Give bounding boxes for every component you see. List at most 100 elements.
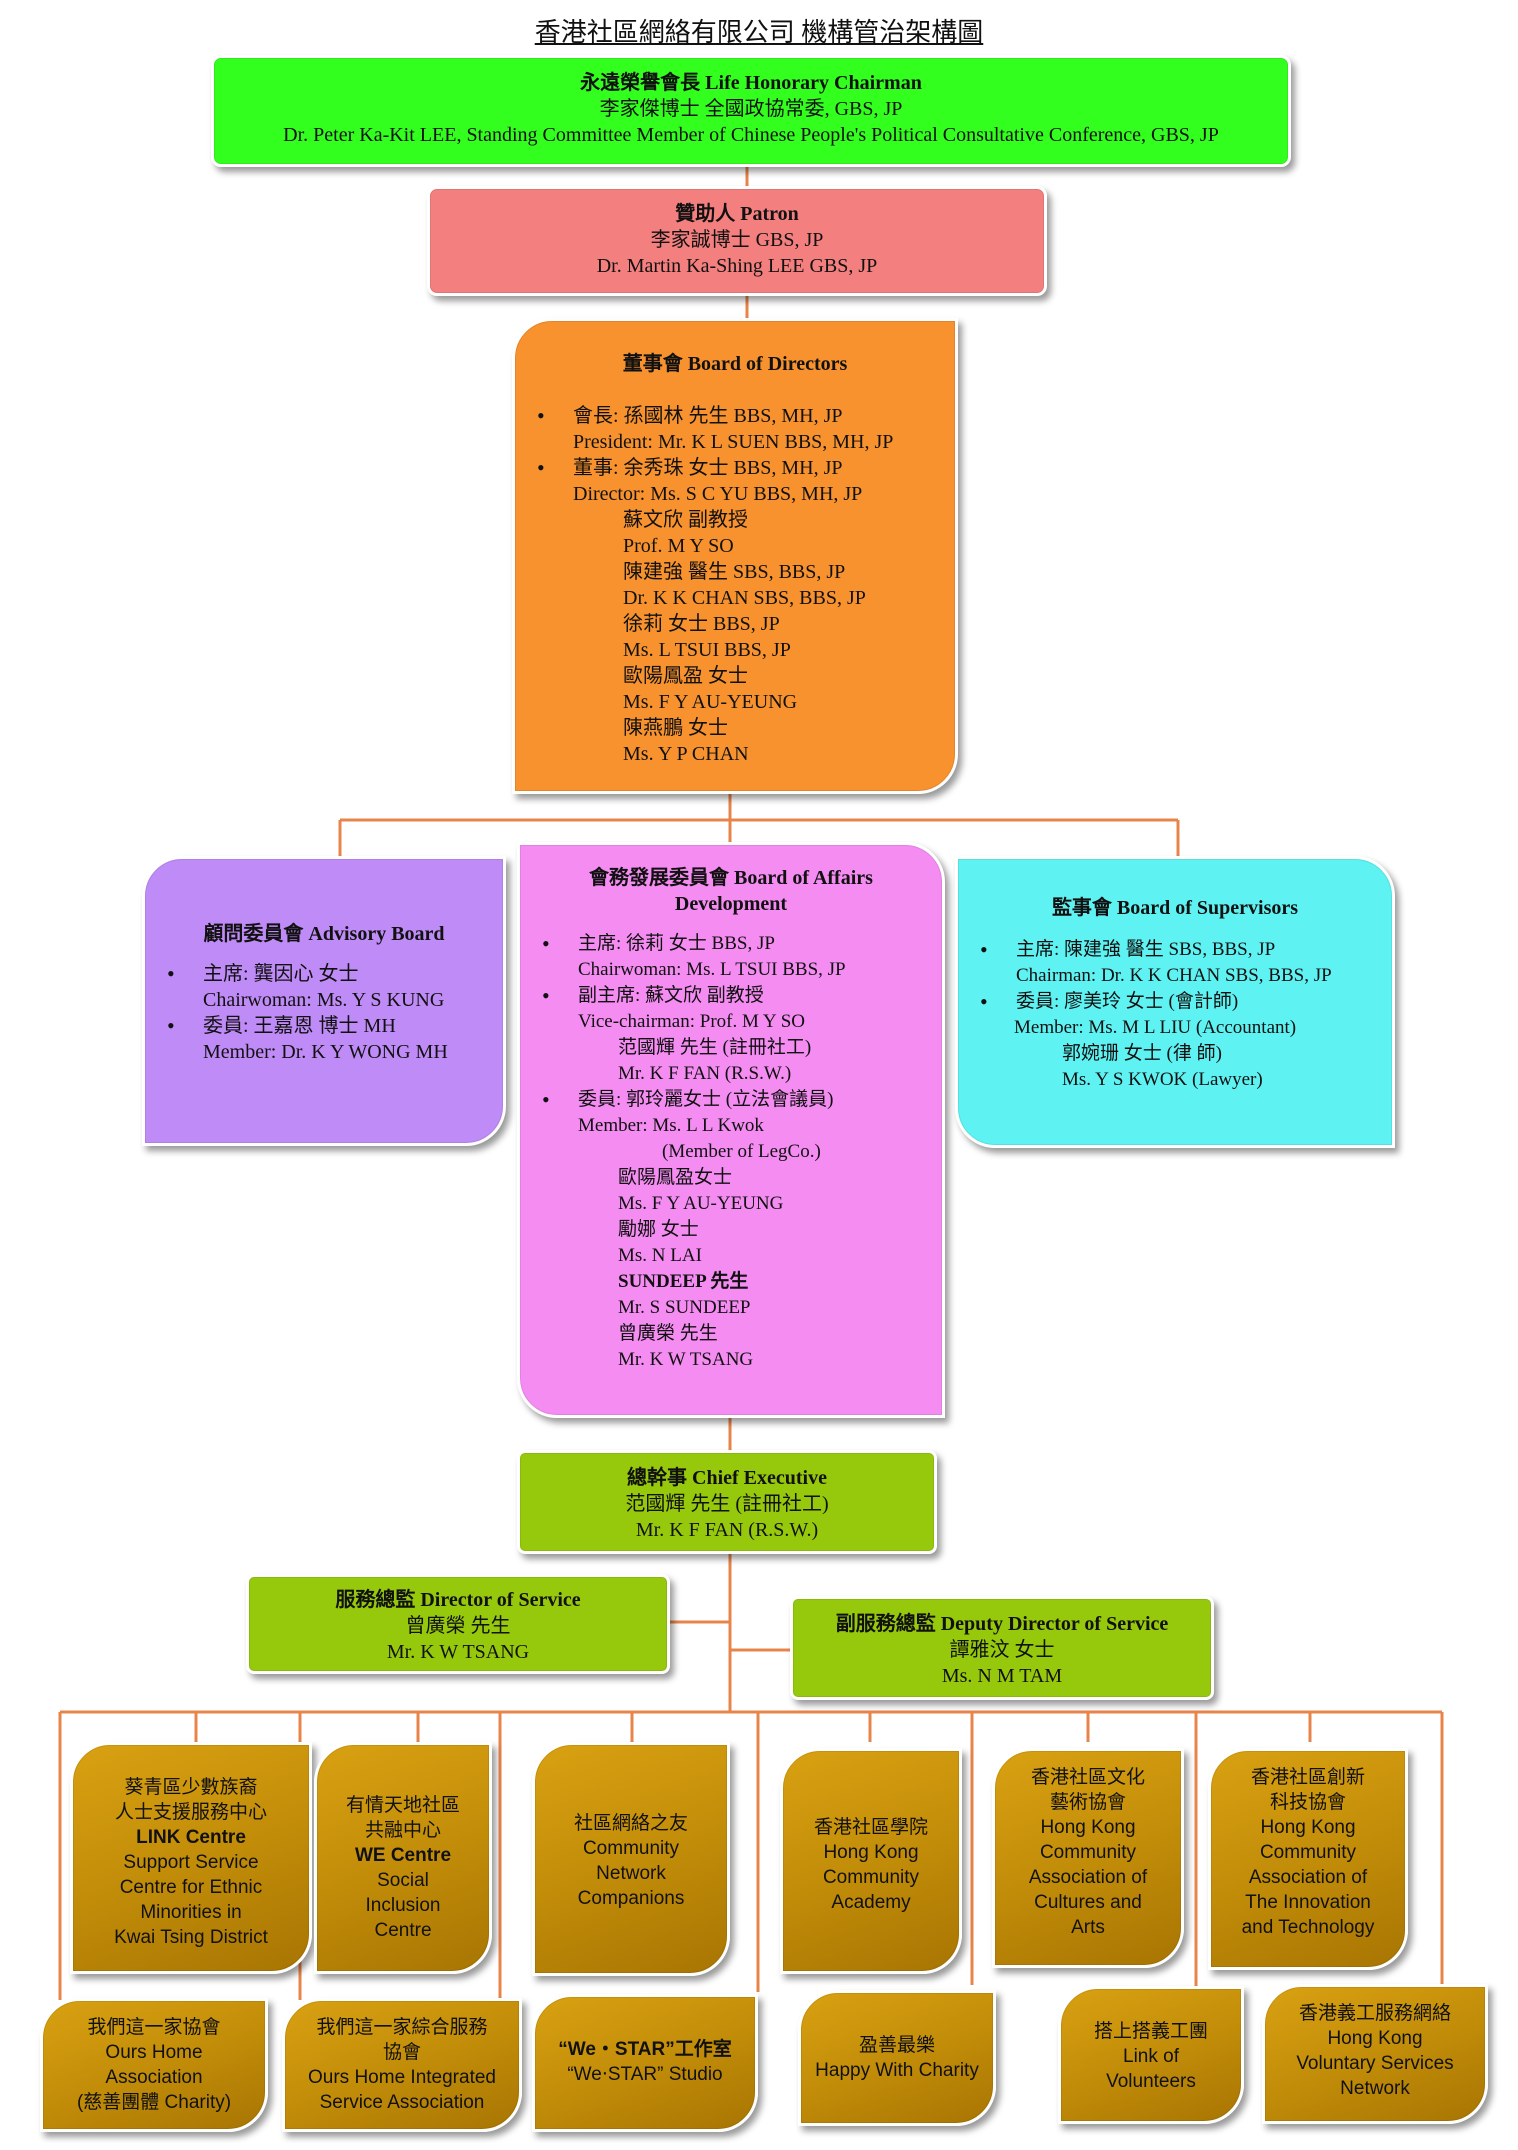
director-name-zh: 曾廣榮 先生 [405,1615,511,1637]
unit-we-centre: 有情天地社區 共融中心 WE Centre Social Inclusion C… [314,1742,492,1974]
affairs-member-line: 勵娜 女士 [618,1219,699,1240]
unit-line: 協會 [382,2042,421,2063]
chairman-title: 永遠榮譽會長 Life Honorary Chairman [580,72,922,94]
board-director-en: Director: Ms. S C YU BBS, MH, JP [573,483,863,505]
board-president-en: President: Mr. K L SUEN BBS, MH, JP [573,431,894,453]
affairs-member-line: Mr. S SUNDEEP [618,1297,751,1318]
unit-line: Service Association [319,2092,485,2113]
board-member-line: Ms. F Y AU-YEUNG [623,691,798,713]
unit-cultures-arts: 香港社區文化 藝術協會 Hong Kong Community Associat… [992,1748,1184,1968]
affairs-chair-en: Chairwoman: Ms. L TSUI BBS, JP [578,959,846,980]
unit-line: Minorities in [140,1902,242,1923]
supervisors-member-zh: 委員: 廖美玲 女士 (會計師) [1016,991,1239,1012]
affairs-heading: 會務發展委員會 Board of Affairs Development [520,865,942,917]
chief-executive-box: 總幹事 Chief Executive 范國輝 先生 (註冊社工) Mr. K … [517,1450,937,1554]
supervisors-chair: 主席: 陳建強 醫生 SBS, BBS, JP Chairman: Dr. K … [958,937,1392,989]
unit-line: 盈善最樂 [858,2035,935,2056]
affairs-member-line: Ms. F Y AU-YEUNG [618,1193,784,1214]
board-president-zh: 會長: 孫國林 先生 BBS, MH, JP [573,405,843,427]
unit-happy-with-charity: 盈善最樂 Happy With Charity [798,1990,996,2126]
executive-name-zh: 范國輝 先生 (註冊社工) [625,1493,829,1515]
affairs-member-line: Ms. N LAI [618,1245,702,1266]
board-member-line: 蘇文欣 副教授 [623,509,748,531]
unit-line: Community [822,1867,920,1888]
unit-line: 共融中心 [364,1820,441,1841]
affairs-member-line: 曾廣榮 先生 [618,1323,718,1344]
director-name-en: Mr. K W TSANG [386,1641,530,1663]
unit-line: 我們這一家協會 [87,2017,221,2038]
unit-innovation-technology: 香港社區創新 科技協會 Hong Kong Community Associat… [1208,1748,1408,1970]
deputy-title: 副服務總監 Deputy Director of Service [835,1613,1169,1635]
board-member-line: Dr. K K CHAN SBS, BBS, JP [623,587,866,609]
unit-line: Hong Kong [1327,2028,1423,2049]
unit-line: Association [105,2067,203,2088]
unit-line: Happy With Charity [815,2060,979,2081]
unit-line: Centre for Ethnic [119,1877,263,1898]
advisory-board-box: 顧問委員會 Advisory Board 主席: 龔因心 女士 Chairwom… [142,856,506,1146]
director-of-service-box: 服務總監 Director of Service 曾廣榮 先生 Mr. K W … [246,1574,670,1674]
unit-line: Network [1340,2078,1410,2099]
unit-line: 人士支援服務中心 [114,1802,267,1823]
board-heading: 董事會 Board of Directors [622,353,848,375]
unit-line: 香港社區文化 [1030,1767,1145,1788]
advisory-chair: 主席: 龔因心 女士 Chairwoman: Ms. Y S KUNG [145,961,503,1013]
unit-line: 有情天地社區 [345,1795,460,1816]
affairs-heading-line2: Development [674,893,788,915]
supervisors-box: 監事會 Board of Supervisors 主席: 陳建強 醫生 SBS,… [955,856,1395,1148]
director-title: 服務總監 Director of Service [335,1589,581,1611]
affairs-member: 委員: 郭玲麗女士 (立法會議員) Member: Ms. L L Kwok (… [520,1087,942,1373]
supervisors-member: 委員: 廖美玲 女士 (會計師) Member: Ms. M L LIU (Ac… [958,989,1392,1093]
unit-voluntary-services-network: 香港義工服務網絡 Hong Kong Voluntary Services Ne… [1262,1984,1488,2124]
deputy-name-en: Ms. N M TAM [941,1665,1063,1687]
unit-line: Arts [1071,1917,1105,1938]
supervisors-chair-en: Chairman: Dr. K K CHAN SBS, BBS, JP [1016,965,1332,986]
unit-line: Voluntary Services [1296,2053,1454,2074]
affairs-chair-zh: 主席: 徐莉 女士 BBS, JP [578,933,775,954]
affairs-member-zh: 委員: 郭玲麗女士 (立法會議員) [578,1089,834,1110]
unit-line: 香港社區學院 [813,1817,928,1838]
unit-line: Link of [1123,2046,1179,2067]
unit-line: Community [1259,1842,1357,1863]
unit-line: “We・STAR”工作室 [558,2039,732,2060]
unit-line: 香港義工服務網絡 [1298,2003,1451,2024]
unit-line: Hong Kong [1260,1817,1356,1838]
chairman-name-en: Dr. Peter Ka-Kit LEE, Standing Committee… [283,124,1219,146]
chart-title: 香港社區網絡有限公司 機構管治架構圖 [534,18,984,47]
advisory-chair-en: Chairwoman: Ms. Y S KUNG [203,989,445,1011]
unit-line: Ours Home [105,2042,203,2063]
affairs-member-line: (Member of LegCo.) [662,1141,821,1162]
unit-line: Academy [831,1892,911,1913]
affairs-vice-chair: 副主席: 蘇文欣 副教授 Vice-chairman: Prof. M Y SO… [520,983,942,1087]
unit-line: 科技協會 [1269,1792,1346,1813]
deputy-name-zh: 譚雅汶 女士 [949,1639,1055,1661]
unit-community-network-companions: 社區網絡之友 Community Network Companions [532,1742,730,1976]
affairs-heading-line1: 會務發展委員會 Board of Affairs [589,867,873,889]
unit-line: Social [377,1870,429,1891]
affairs-member-line: 歐陽鳳盈女士 [618,1167,733,1188]
unit-line: Volunteers [1106,2071,1196,2092]
unit-ours-home-integrated: 我們這一家綜合服務 協會 Ours Home Integrated Servic… [282,1998,522,2132]
unit-community-academy: 香港社區學院 Hong Kong Community Academy [780,1748,962,1974]
board-member-line: 歐陽鳳盈 女士 [623,665,748,687]
unit-link-centre: 葵青區少數族裔 人士支援服務中心 LINK Centre Support Ser… [70,1742,312,1974]
unit-line: Companions [577,1888,685,1909]
unit-line: 社區網絡之友 [573,1813,688,1834]
unit-line: Hong Kong [823,1842,919,1863]
unit-ours-home-association: 我們這一家協會 Ours Home Association (慈善團體 Char… [40,1998,268,2132]
unit-line: 香港社區創新 [1250,1767,1365,1788]
board-of-directors-box: 董事會 Board of Directors 會長: 孫國林 先生 BBS, M… [512,318,958,794]
board-president: 會長: 孫國林 先生 BBS, MH, JP President: Mr. K … [515,403,955,455]
affairs-vice-zh: 副主席: 蘇文欣 副教授 [578,985,764,1006]
board-member-line: 陳建強 醫生 SBS, BBS, JP [623,561,846,583]
unit-line: 藝術協會 [1049,1792,1126,1813]
unit-line: The Innovation [1245,1892,1371,1913]
affairs-vice-line: Vice-chairman: Prof. M Y SO [578,1011,805,1032]
unit-line: and Technology [1241,1917,1375,1938]
unit-line: 葵青區少數族裔 [124,1777,258,1798]
unit-line: Community [1039,1842,1137,1863]
patron-box: 贊助人 Patron 李家誠博士 GBS, JP Dr. Martin Ka-S… [427,186,1047,296]
affairs-member-line: SUNDEEP 先生 [618,1271,749,1292]
supervisors-chair-zh: 主席: 陳建強 醫生 SBS, BBS, JP [1016,939,1276,960]
board-member-line: Ms. Y P CHAN [623,743,749,765]
patron-name-en: Dr. Martin Ka-Shing LEE GBS, JP [596,255,878,277]
